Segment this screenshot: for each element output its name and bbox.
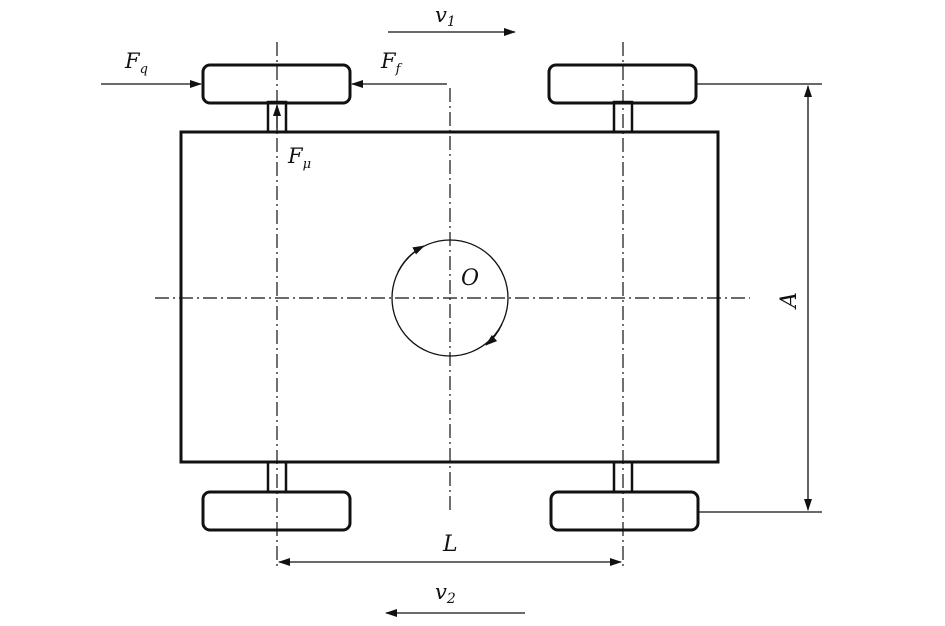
velocity-v1-label: v1 — [435, 3, 456, 30]
force-ff-label: Ff — [380, 49, 403, 77]
rotation-arrow-bottom — [485, 323, 503, 346]
velocity-v2-label: v2 — [435, 580, 456, 607]
force-fmu-label: Fμ — [287, 144, 311, 172]
center-label-o: O — [461, 266, 479, 291]
rotation-circle — [391, 239, 509, 357]
dimension-a-label: A — [777, 292, 802, 310]
rotation-arrow-top — [397, 245, 425, 273]
force-fq-label: Fq — [124, 49, 148, 77]
wheel-bottom-right — [549, 490, 700, 532]
dimension-l-label: L — [442, 532, 458, 557]
